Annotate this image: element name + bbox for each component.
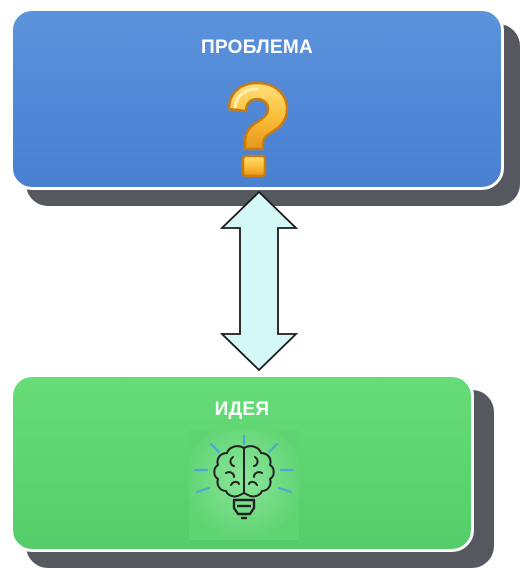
idea-box: ИДЕЯ bbox=[10, 374, 474, 552]
idea-title: ИДЕЯ bbox=[214, 399, 270, 420]
brain-lightbulb-icon bbox=[189, 430, 299, 540]
problem-box: ПРОБЛЕМА bbox=[10, 8, 504, 190]
double-arrow-connector bbox=[219, 190, 299, 372]
problem-title: ПРОБЛЕМА bbox=[201, 37, 313, 58]
question-mark-icon bbox=[227, 81, 289, 178]
